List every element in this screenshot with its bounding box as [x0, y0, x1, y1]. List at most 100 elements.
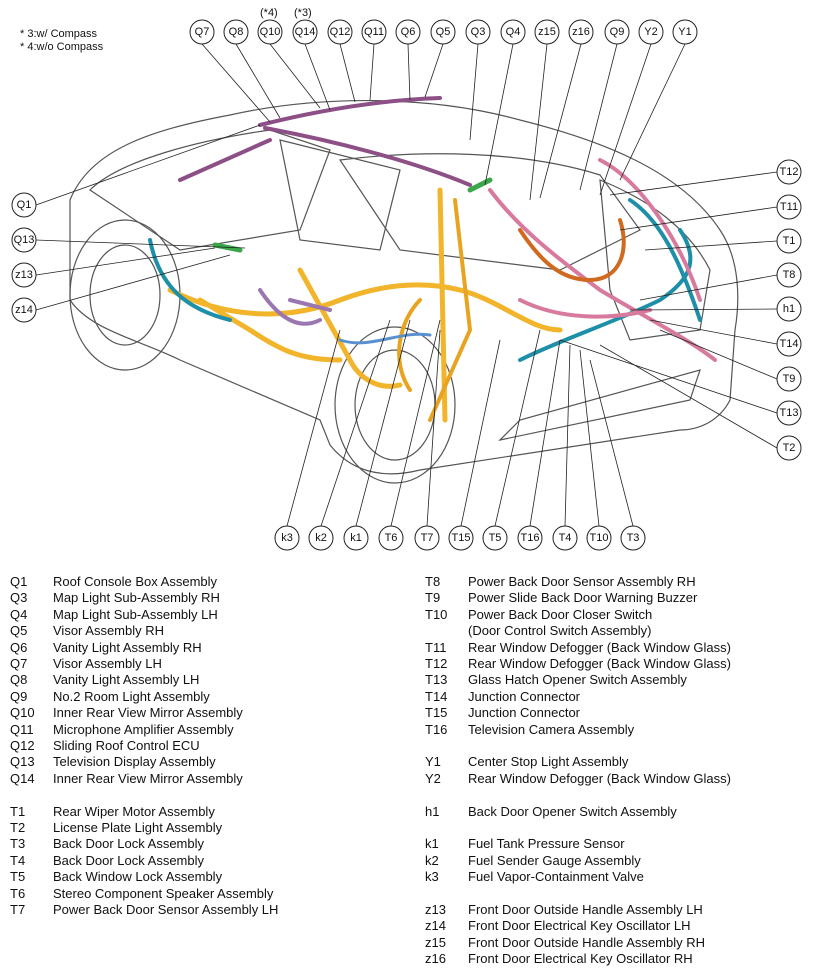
- callout-label: h1: [783, 303, 795, 315]
- callout-label: Q12: [330, 26, 351, 38]
- legend-label: Front Door Electrical Key Oscillator RH: [468, 951, 693, 967]
- leader-t6: [390, 319, 441, 527]
- legend-label: Vanity Light Assembly LH: [53, 672, 200, 688]
- leader-z13: [35, 247, 216, 276]
- leader-t16: [529, 339, 561, 527]
- leader-q4: [484, 43, 514, 186]
- leader-q10: [269, 43, 321, 109]
- legend-code: z16: [425, 951, 446, 967]
- legend-label: Fuel Vapor-Containment Valve: [468, 869, 644, 885]
- callout-label: Q1: [17, 199, 32, 211]
- legend-label: Front Door Outside Handle Assembly RH: [468, 934, 705, 950]
- callout-q13: Q13: [11, 227, 37, 253]
- leader-t9: [659, 329, 778, 380]
- callout-q8: Q8: [223, 19, 249, 45]
- callout-label: k3: [281, 532, 293, 544]
- legend-label: License Plate Light Assembly: [53, 820, 223, 835]
- legend-row: [425, 787, 810, 803]
- legend-row: [10, 787, 410, 803]
- legend-code: Q6: [10, 639, 28, 655]
- callout-q5: Q5: [430, 19, 456, 45]
- callout-label: Q13: [14, 234, 35, 246]
- harness-pink-rear: [488, 158, 717, 362]
- callout-label: T2: [783, 442, 796, 454]
- legend-label: Microphone Amplifier Assembly: [53, 721, 234, 737]
- callout-label: Q14: [295, 26, 316, 38]
- leader-q8: [235, 43, 281, 119]
- note-mark-q14: (*3): [294, 7, 312, 19]
- legend-code: Q12: [10, 738, 35, 753]
- callout-t5: T5: [482, 525, 508, 551]
- legend-label: Junction Connector: [468, 705, 581, 721]
- callout-t2: T2: [776, 435, 802, 461]
- callout-label: T16: [521, 532, 540, 544]
- leader-t8: [639, 274, 778, 301]
- legend-code: T15: [425, 705, 448, 721]
- leader-q13: [35, 239, 246, 249]
- leader-t12: [609, 171, 778, 196]
- legend-label: Inner Rear View Mirror Assembly: [53, 770, 243, 786]
- callout-label: T1: [783, 235, 796, 247]
- leader-q12: [339, 43, 356, 103]
- callout-t1: T1: [776, 228, 802, 254]
- callout-k3: k3: [274, 525, 300, 551]
- legend-code: z15: [425, 934, 446, 950]
- leader-k3: [286, 329, 341, 527]
- leader-t14: [649, 319, 778, 345]
- callout-label: T10: [590, 532, 609, 544]
- callout-label: T9: [783, 373, 796, 385]
- legend-code: Q4: [10, 606, 28, 622]
- harness-teal-door: [148, 198, 702, 362]
- callout-label: T13: [780, 407, 799, 419]
- legend-code: T1: [10, 803, 26, 819]
- leader-q11: [369, 43, 375, 101]
- legend-row: Q9 No.2 Room Light Assembly: [10, 689, 410, 705]
- callout-q1: Q1: [11, 192, 37, 218]
- legend-label: Back Door Lock Assembly: [53, 836, 205, 852]
- callout-label: T3: [627, 532, 640, 544]
- callout-z16: z16: [568, 19, 594, 45]
- legend-row: [425, 820, 810, 836]
- callout-q6: Q6: [395, 19, 421, 45]
- legend-code: Q9: [10, 688, 28, 704]
- callout-label: Y1: [678, 26, 691, 38]
- callout-label: Q10: [260, 26, 281, 38]
- legend-label: Back Door Lock Assembly: [53, 852, 205, 868]
- legend-label: No.2 Room Light Assembly: [53, 688, 210, 704]
- legend-label: Visor Assembly RH: [53, 623, 165, 639]
- legend-label: Power Back Door Sensor Assembly RH: [468, 574, 696, 589]
- callout-t9: T9: [776, 366, 802, 392]
- harness-purple-floor: [258, 288, 332, 326]
- callout-q4: Q4: [500, 19, 526, 45]
- legend-code: Q14: [10, 770, 35, 786]
- callout-label: T8: [783, 269, 796, 281]
- callout-label: Y2: [644, 26, 657, 38]
- callout-t8: T8: [776, 262, 802, 288]
- callout-label: k2: [315, 532, 327, 544]
- leader-t1: [644, 240, 778, 251]
- leader-t5: [494, 329, 541, 527]
- legend-label: Front Door Electrical Key Oscillator LH: [468, 918, 691, 934]
- callout-label: Q8: [229, 26, 244, 38]
- legend-label: Rear Window Defogger (Back Window Glass): [468, 770, 731, 786]
- legend-label: Power Back Door Sensor Assembly LH: [53, 902, 279, 917]
- leader-q14: [304, 43, 331, 111]
- legend-code: T16: [425, 721, 448, 737]
- callout-label: T5: [489, 532, 502, 544]
- callout-label: Q7: [195, 26, 210, 38]
- wire-harness: [148, 96, 717, 423]
- callout-label: T15: [452, 532, 471, 544]
